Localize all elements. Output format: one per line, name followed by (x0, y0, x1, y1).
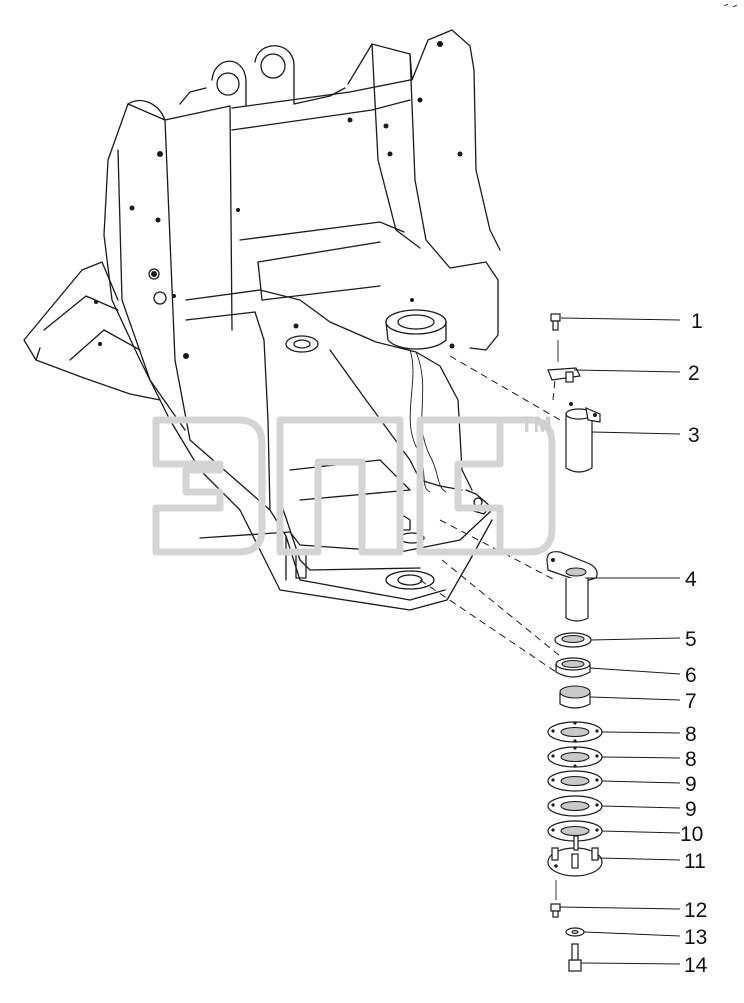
part-1-bolt (550, 313, 561, 331)
callout-label-2: 2 (688, 362, 700, 385)
part-14-bolt (568, 943, 582, 972)
callout-label-4: 4 (685, 568, 697, 591)
callout-label-9b: 9 (685, 798, 697, 821)
part-13-washer (565, 927, 585, 937)
exploded-parts (546, 313, 603, 972)
callout-leaders (559, 317, 681, 965)
callout-label-9a: 9 (685, 773, 697, 796)
callout-label-10: 10 (680, 823, 703, 846)
loader-front-frame (23, 29, 501, 611)
callout-labels: 1 2 3 4 5 6 7 8 8 9 9 10 11 12 13 14 (680, 310, 708, 977)
callout-label-1: 1 (691, 310, 703, 333)
part-8-shim-flange (547, 721, 603, 743)
callout-label-12: 12 (684, 899, 707, 922)
part-2-lock-plate (547, 340, 581, 383)
callout-label-6: 6 (685, 664, 697, 687)
part-11-cover-plate (547, 835, 603, 877)
callout-label-7: 7 (685, 690, 697, 713)
part-12-bolt (550, 880, 561, 918)
callout-label-8b: 8 (685, 748, 697, 771)
callout-label-11: 11 (684, 850, 706, 873)
callout-label-5: 5 (685, 628, 697, 651)
callout-label-3: 3 (688, 424, 700, 447)
callout-label-13: 13 (684, 926, 707, 949)
part-8-shim-flange-2 (547, 746, 603, 768)
part-3-pin (565, 402, 601, 473)
part-4-flanged-pin (546, 551, 598, 622)
part-5-seal-ring (554, 632, 592, 648)
corner-mark (723, 3, 738, 8)
trademark-mark: TM (520, 412, 552, 437)
part-6-bearing-outer (555, 657, 591, 678)
callout-label-8a: 8 (685, 723, 697, 746)
callout-label-14: 14 (684, 954, 708, 977)
watermark-logo: TM (152, 412, 556, 556)
assembly-lines (419, 355, 561, 673)
part-9-shim (547, 770, 603, 792)
part-9-shim-2 (547, 795, 603, 817)
part-7-bearing-inner (559, 685, 591, 709)
